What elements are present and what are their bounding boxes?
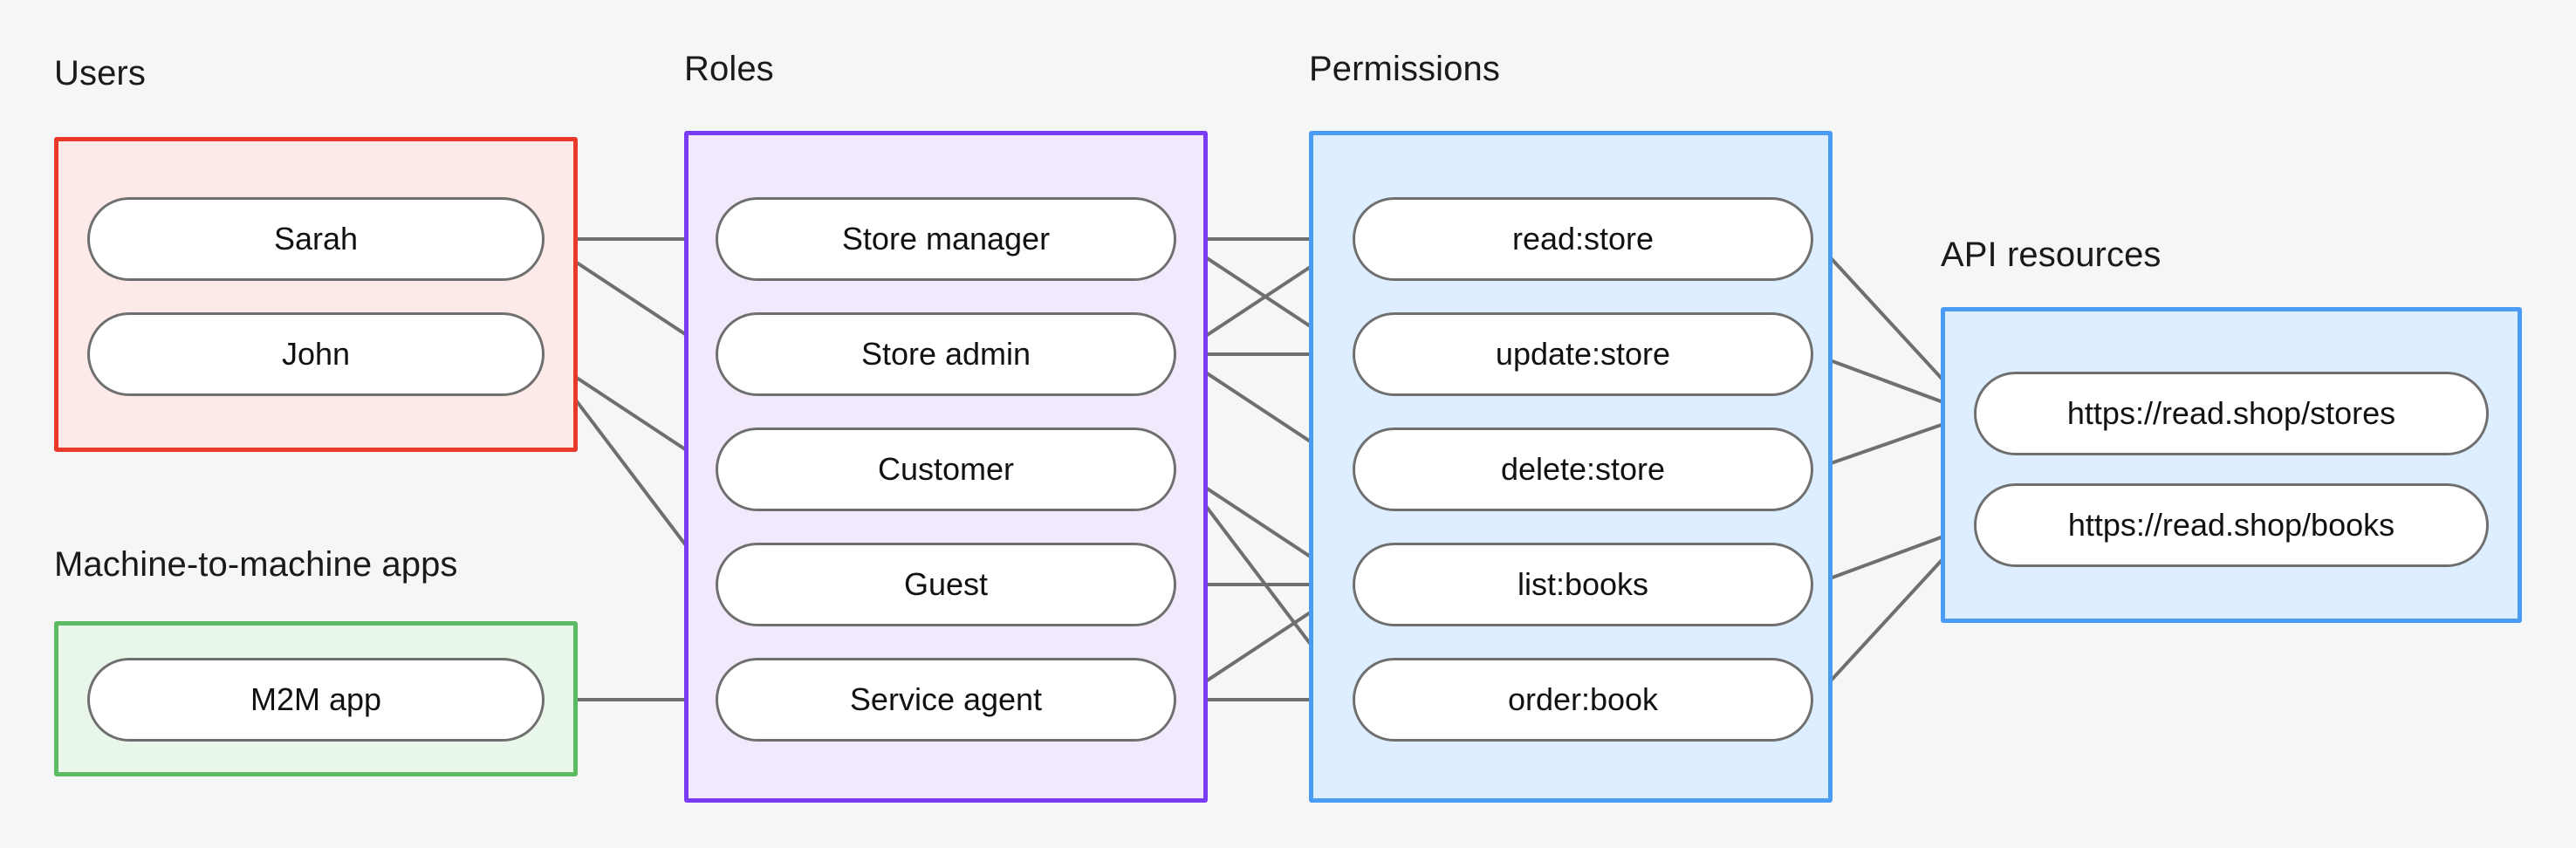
node-store-admin[interactable]: Store admin (716, 312, 1176, 396)
group-label-api-resources: API resources (1941, 236, 2162, 274)
group-box-users (54, 137, 578, 452)
group-label-m2m: Machine-to-machine apps (54, 545, 458, 584)
group-label-roles: Roles (684, 50, 774, 88)
node-sarah[interactable]: Sarah (87, 197, 545, 281)
node-customer[interactable]: Customer (716, 427, 1176, 511)
group-label-permissions: Permissions (1309, 50, 1500, 88)
node-guest[interactable]: Guest (716, 543, 1176, 626)
node-john[interactable]: John (87, 312, 545, 396)
node-delete-store[interactable]: delete:store (1353, 427, 1813, 511)
group-label-users: Users (54, 54, 146, 92)
node-res-books[interactable]: https://read.shop/books (1974, 483, 2489, 567)
node-res-stores[interactable]: https://read.shop/stores (1974, 372, 2489, 455)
node-m2m-app[interactable]: M2M app (87, 658, 545, 742)
node-store-manager[interactable]: Store manager (716, 197, 1176, 281)
node-order-book[interactable]: order:book (1353, 658, 1813, 742)
node-update-store[interactable]: update:store (1353, 312, 1813, 396)
group-box-api-resources (1941, 307, 2522, 623)
node-service-agent[interactable]: Service agent (716, 658, 1176, 742)
node-read-store[interactable]: read:store (1353, 197, 1813, 281)
node-list-books[interactable]: list:books (1353, 543, 1813, 626)
